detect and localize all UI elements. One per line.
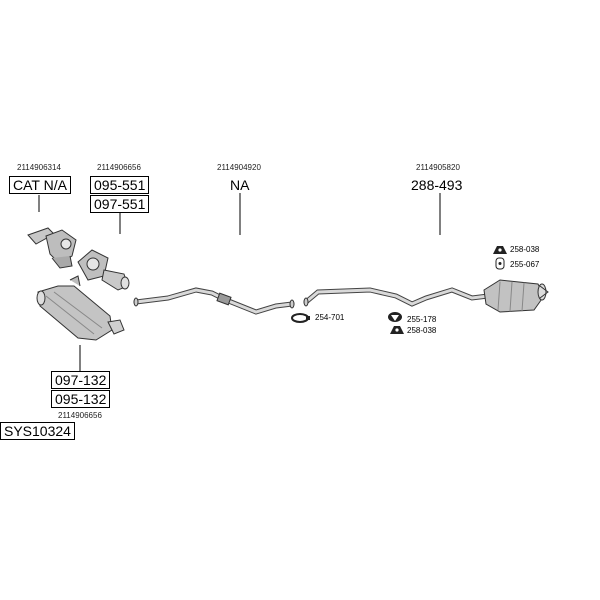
part-code-mid-cat-2[interactable]: 097-551 [90, 195, 150, 213]
mid-catalytic-converter-drawing [77, 249, 130, 291]
part-code-mid-pipe[interactable]: NA [230, 177, 250, 193]
accessory-code[interactable]: 255-178 [407, 315, 437, 324]
oem-number-mid-cat: 2114906656 [97, 163, 141, 172]
hanger-icon [495, 257, 505, 270]
oem-number-rear-silencer: 2114905820 [416, 163, 460, 172]
accessory-code[interactable]: 255-067 [510, 260, 540, 269]
mounting-pad-icon [388, 312, 402, 322]
rubber-mount-icon [390, 326, 404, 334]
oem-number-front-cat: 2114906314 [17, 163, 61, 172]
part-code-dpf-2[interactable]: 095-132 [51, 390, 111, 408]
oem-number-dpf: 2114906656 [58, 411, 102, 420]
clamp-icon [291, 313, 310, 323]
accessory-code[interactable]: 254-701 [315, 313, 345, 322]
part-code-dpf-1[interactable]: 097-132 [51, 371, 111, 389]
part-code-rear-silencer[interactable]: 288-493 [411, 177, 463, 193]
mid-pipe-drawing [133, 287, 295, 315]
system-code: SYS10324 [0, 422, 75, 440]
rear-silencer-drawing [303, 279, 549, 313]
part-code-mid-cat-1[interactable]: 095-551 [90, 176, 150, 194]
front-catalytic-converter-drawing [27, 227, 77, 269]
part-code-front-cat[interactable]: CAT N/A [9, 176, 71, 194]
rubber-mount-icon [493, 246, 507, 254]
accessory-code[interactable]: 258-038 [510, 245, 540, 254]
particulate-filter-drawing [36, 275, 125, 341]
accessory-code[interactable]: 258-038 [407, 326, 437, 335]
oem-number-mid-pipe: 2114904920 [217, 163, 261, 172]
